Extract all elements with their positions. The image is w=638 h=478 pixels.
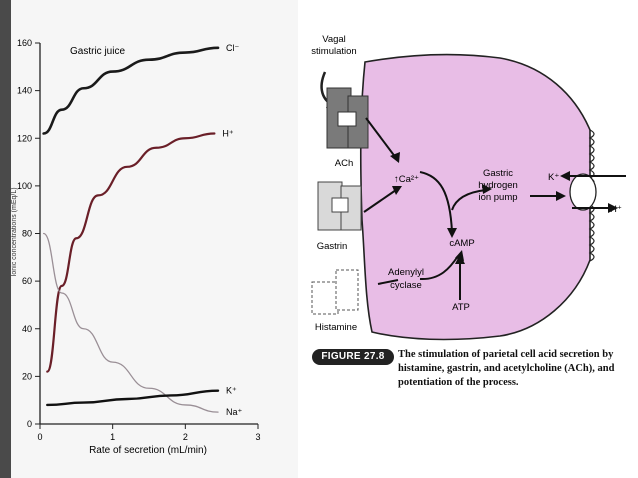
y-tick-label-6: 120	[17, 133, 32, 143]
series-line-2	[42, 232, 219, 413]
y-tick-label-5: 100	[17, 181, 32, 191]
vagal-label-1: Vagal	[322, 34, 346, 45]
pump-label-1: Gastric	[483, 168, 513, 179]
ach-label: ACh	[335, 158, 353, 169]
series-labels: Cl⁻ H⁺ Na⁺ K⁺	[222, 43, 242, 417]
series-line-3	[46, 389, 220, 407]
y-tick-label-2: 40	[22, 324, 32, 334]
y-tick-label-4: 80	[22, 229, 32, 239]
camp-label: cAMP	[449, 238, 474, 249]
pathway-arrows	[363, 117, 626, 300]
h-ion-label: H⁺	[610, 204, 622, 215]
calcium-label: ↑Ca²⁺	[394, 174, 419, 185]
pump-label-2: hydrogen	[478, 180, 518, 191]
series-line-0	[42, 46, 220, 135]
parietal-cell-diagram: Vagal stimulation ACh Gastrin Histamine …	[311, 34, 626, 341]
pump-label-3: ion pump	[478, 192, 517, 203]
series-label-0: Cl⁻	[226, 43, 239, 53]
series-label-1: H⁺	[222, 128, 233, 138]
atp-label: ATP	[452, 302, 470, 313]
figure-caption: The stimulation of parietal cell acid se…	[398, 349, 615, 388]
x-tick-label-1: 1	[110, 432, 115, 442]
x-axis-label: Rate of secretion (mL/min)	[89, 445, 207, 456]
histamine-label: Histamine	[315, 322, 357, 333]
y-tick-label-3: 60	[22, 276, 32, 286]
y-tick-label-1: 20	[22, 371, 32, 381]
series-line-1	[46, 132, 216, 373]
page-edge	[0, 0, 11, 478]
k-ion-label: K⁺	[548, 172, 559, 183]
ion-exchanger	[569, 173, 597, 211]
x-tick-label-2: 2	[183, 432, 188, 442]
series-layer	[42, 46, 220, 413]
y-tick-label-7: 140	[17, 86, 32, 96]
series-label-2: Na⁺	[226, 407, 243, 417]
y-tick-label-0: 0	[27, 419, 32, 429]
chart-panel	[11, 0, 298, 478]
histamine-receptor	[311, 269, 359, 315]
y-axis-label: Ionic concentrations (mEq/L)	[11, 187, 18, 276]
cyclase-label-2: cyclase	[390, 280, 422, 291]
gastrin-label: Gastrin	[317, 241, 348, 252]
pathway-arrow-heads	[390, 152, 618, 264]
ach-receptor	[326, 87, 369, 149]
figure-badge: FIGURE 27.8	[312, 349, 394, 365]
vagal-label-2: stimulation	[311, 46, 356, 57]
x-tick-label-0: 0	[37, 432, 42, 442]
cyclase-label-1: Adenylyl	[388, 267, 424, 278]
series-label-3: K⁺	[226, 386, 237, 396]
axes: 0 20 40 60 80 100 120 140 160 0 1 2 3	[17, 38, 261, 442]
parietal-cell	[359, 53, 591, 341]
y-tick-label-8: 160	[17, 38, 32, 48]
x-tick-label-3: 3	[255, 432, 260, 442]
gastrin-receptor	[317, 181, 362, 231]
chart-title: Gastric juice	[70, 46, 125, 57]
line-chart: Gastric juice Ionic concentrations (mEq/…	[11, 38, 261, 456]
